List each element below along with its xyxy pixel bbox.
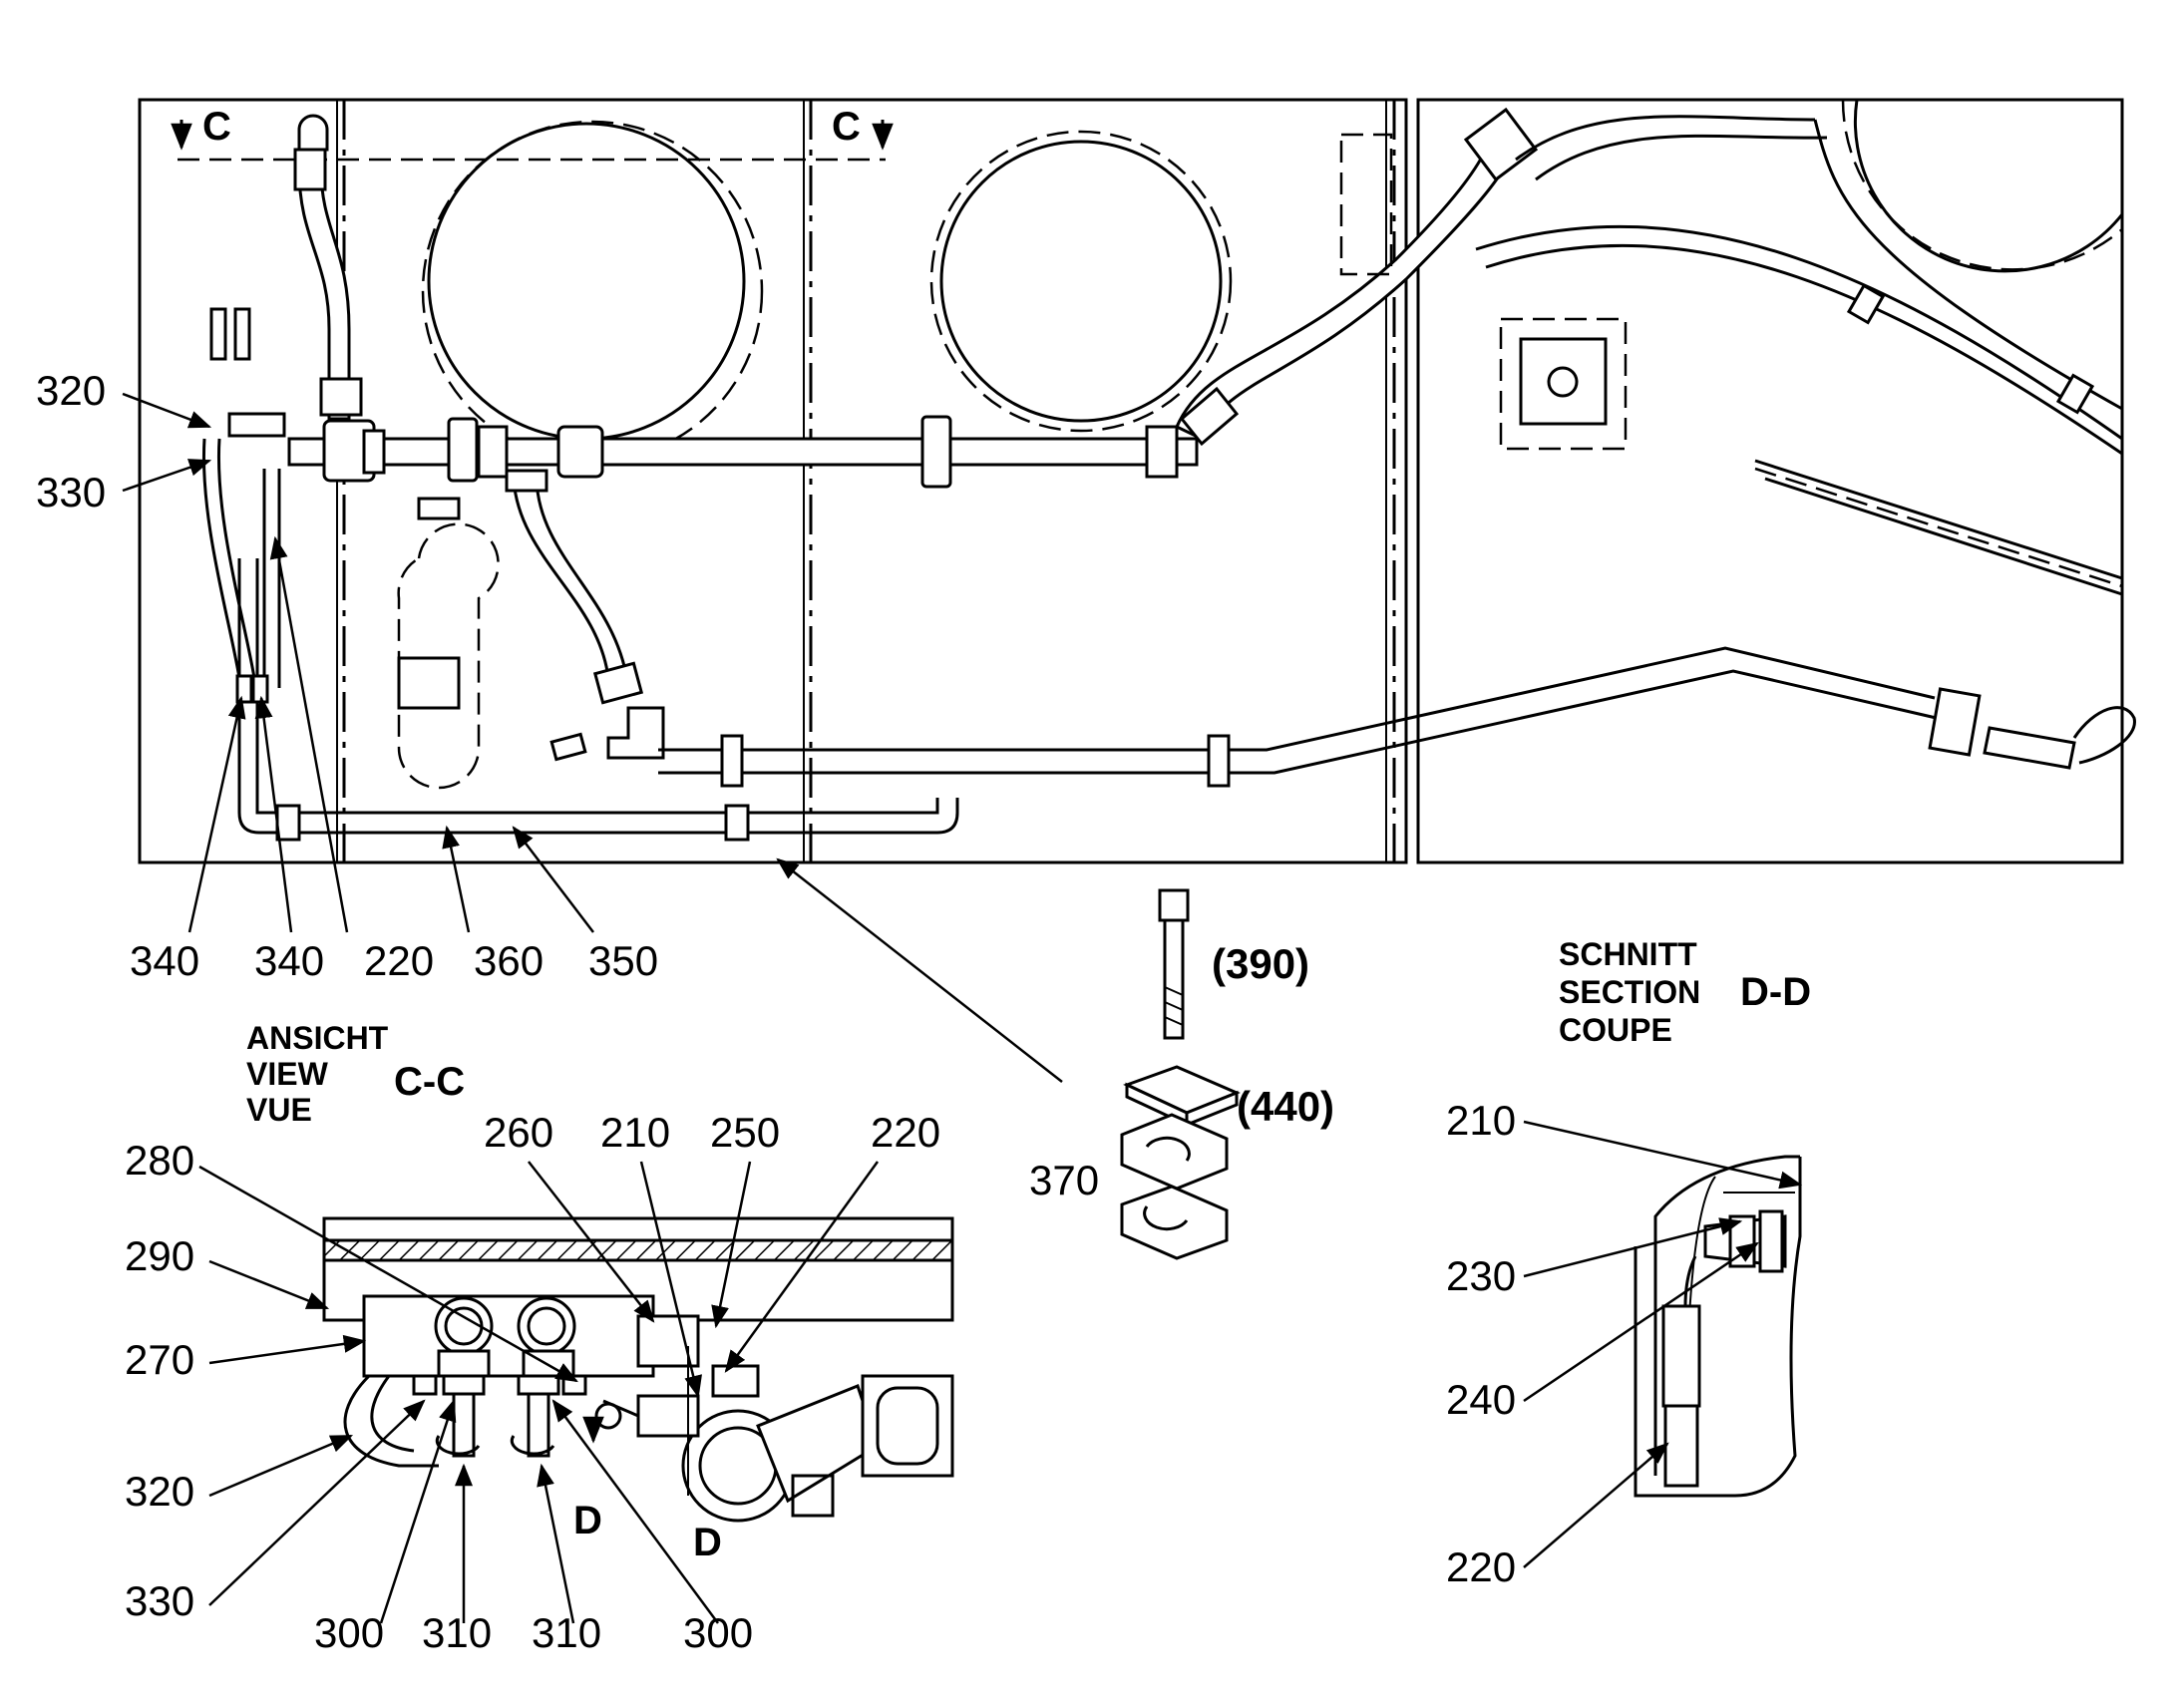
callout-270: 270 xyxy=(125,1336,194,1383)
section-dd-leaders xyxy=(1523,1120,1803,1568)
callout-330: 330 xyxy=(36,469,106,515)
hardware-callouts: (390) (440) 370 xyxy=(1029,940,1334,1203)
top-callouts: 320 330 340 340 220 360 350 xyxy=(36,367,658,984)
callout-350: 350 xyxy=(588,937,658,984)
section-dd-line1: SCHNITT xyxy=(1559,936,1697,972)
section-dd-drawing xyxy=(1634,1155,1802,1498)
view-cc-leaders xyxy=(198,1161,880,1624)
callout-210-cc: 210 xyxy=(600,1109,670,1156)
section-marker-d-1: D xyxy=(573,1499,602,1542)
callout-370: 370 xyxy=(1029,1157,1099,1203)
callout-250: 250 xyxy=(710,1109,780,1156)
callout-440: (440) xyxy=(1237,1083,1334,1130)
main-frame-right xyxy=(1416,98,2124,864)
callout-340-a: 340 xyxy=(130,937,199,984)
view-cc-drawing: D D xyxy=(322,1216,954,1564)
section-dd-line2: SECTION xyxy=(1559,974,1700,1010)
section-marker-c-left: C xyxy=(202,105,231,149)
callout-360: 360 xyxy=(474,937,544,984)
view-cc-caption: ANSICHT VIEW VUE C-C xyxy=(246,1020,465,1128)
callout-240: 240 xyxy=(1446,1376,1516,1423)
section-marker-d-2: D xyxy=(693,1521,722,1564)
callout-320: 320 xyxy=(36,367,106,414)
callout-220-cc: 220 xyxy=(871,1109,940,1156)
section-marker-c-right: C xyxy=(832,105,861,149)
callout-230: 230 xyxy=(1446,1252,1516,1299)
callout-320-cc: 320 xyxy=(125,1468,194,1515)
callout-220-dd: 220 xyxy=(1446,1543,1516,1590)
tank-right xyxy=(929,130,1233,433)
view-cc-name: C-C xyxy=(394,1060,465,1104)
view-cc-line2: VIEW xyxy=(246,1056,329,1092)
main-frame-left xyxy=(138,98,1408,864)
top-callout-leaders xyxy=(122,392,1063,1083)
view-cc-callouts: 280 290 270 320 330 300 310 310 300 260 … xyxy=(125,1109,940,1656)
callout-220: 220 xyxy=(364,937,434,984)
callout-300-a: 300 xyxy=(314,1609,384,1656)
callout-330-cc: 330 xyxy=(125,1577,194,1624)
callout-340-b: 340 xyxy=(254,937,324,984)
section-dd-name: D-D xyxy=(1740,970,1811,1014)
view-cc-line1: ANSICHT xyxy=(246,1020,389,1056)
callout-300-b: 300 xyxy=(683,1609,753,1656)
callout-310-a: 310 xyxy=(422,1609,492,1656)
section-dd-line3: COUPE xyxy=(1559,1012,1672,1048)
callout-310-b: 310 xyxy=(532,1609,601,1656)
callout-260: 260 xyxy=(484,1109,553,1156)
section-dd-caption: SCHNITT SECTION COUPE D-D xyxy=(1559,936,1811,1048)
callout-390: (390) xyxy=(1212,940,1309,987)
clamp-hardware xyxy=(1120,888,1241,1260)
main-assembly-view: C C xyxy=(138,98,2136,864)
section-dd-callouts: 210 230 240 220 xyxy=(1446,1097,1516,1590)
callout-210-dd: 210 xyxy=(1446,1097,1516,1144)
view-cc-line3: VUE xyxy=(246,1092,312,1128)
callout-280: 280 xyxy=(125,1137,194,1184)
callout-290: 290 xyxy=(125,1232,194,1279)
